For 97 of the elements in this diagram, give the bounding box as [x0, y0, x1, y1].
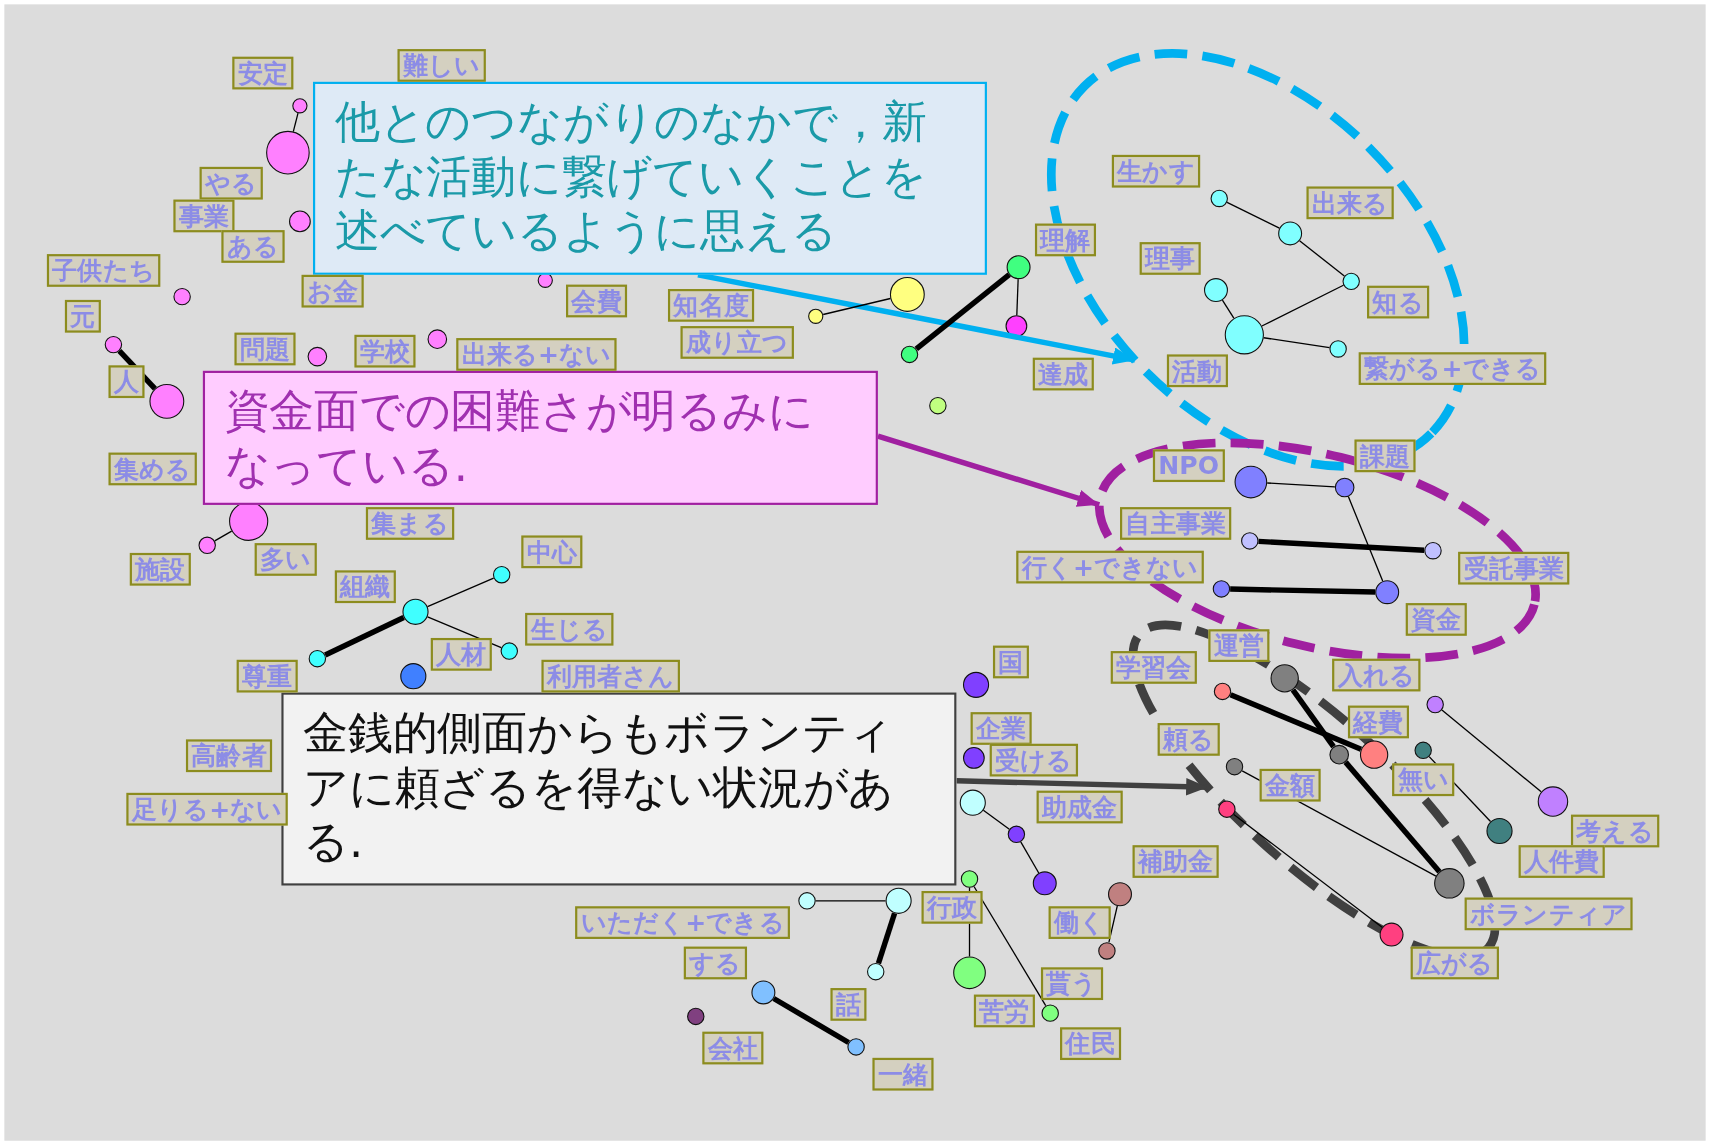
connector-line [1108, 905, 1118, 944]
word-label: 集める [108, 452, 197, 486]
word-label: 学習会 [1110, 651, 1197, 684]
callout-box: 資金面での困難さが明るみになっている. [202, 370, 878, 505]
connector-line [1298, 240, 1345, 277]
word-label: 人 [108, 365, 145, 399]
connector-line [1016, 278, 1019, 316]
connector-line [324, 615, 405, 658]
word-label: 多い [254, 543, 317, 576]
word-label: する [683, 946, 748, 980]
word-label: 利用者さん [541, 659, 680, 693]
word-label: 金額 [1259, 768, 1321, 802]
connector-line [1441, 709, 1542, 793]
word-label: 受託事業 [1458, 551, 1570, 585]
word-label: 生じる [525, 612, 614, 646]
connector-line [1263, 337, 1331, 349]
connector-line [1343, 760, 1442, 874]
word-label: 資金 [1405, 603, 1467, 636]
word-label: 補助金 [1132, 845, 1219, 878]
word-label: 住民 [1060, 1027, 1122, 1061]
callout-box: 他とのつながりのなかで，新たな活動に繋げていくことを述べているように思える [313, 81, 987, 275]
word-label: 出来る+ない [456, 338, 617, 371]
connector-line [772, 996, 850, 1045]
word-label: 考える [1570, 814, 1660, 848]
word-label: 会社 [702, 1031, 764, 1065]
word-label: 成り立つ [680, 326, 794, 359]
word-label: 国 [992, 645, 1029, 679]
word-label: 助成金 [1036, 790, 1123, 824]
word-label: 行政 [921, 891, 983, 924]
word-label: 貰う [1040, 967, 1104, 1001]
word-label: 足りる+ない [126, 792, 289, 826]
connector-line [1221, 299, 1235, 319]
arrow [697, 272, 1136, 365]
word-label: 行く+できない [1016, 550, 1205, 584]
word-label: 入れる [1332, 658, 1421, 692]
connector-line [875, 912, 898, 965]
word-label: 一緒 [872, 1057, 934, 1091]
arrow [877, 433, 1101, 508]
word-label: 安定 [232, 56, 294, 90]
word-label: 元 [64, 299, 101, 333]
connector-line [1290, 688, 1336, 749]
word-label: 経費 [1347, 705, 1409, 739]
word-label: 施設 [129, 552, 191, 586]
connector-line [822, 297, 892, 316]
connector-line [1233, 813, 1383, 928]
word-label: 知る [1367, 285, 1430, 319]
word-label: 組織 [334, 570, 396, 604]
word-label: NPO [1152, 449, 1225, 483]
word-label: ボランティア [1464, 897, 1633, 931]
connector-line [1229, 692, 1363, 752]
word-label: 受ける [989, 743, 1078, 777]
word-label: 理事 [1139, 242, 1201, 275]
connector-line [914, 272, 1011, 352]
word-label: 難しい [397, 49, 486, 82]
connector-line [292, 112, 299, 133]
word-label: 苦労 [973, 994, 1035, 1028]
connector-line [1261, 284, 1345, 327]
word-label: 会費 [566, 284, 628, 318]
word-label: 事業 [173, 199, 235, 233]
word-label: 企業 [970, 712, 1032, 745]
word-label: 子供たち [46, 254, 161, 287]
word-label: 無い [1392, 763, 1455, 797]
word-label: 働く [1048, 906, 1111, 939]
word-label: 生かす [1111, 154, 1201, 188]
connector-line [1020, 841, 1040, 874]
word-label: 活動 [1166, 354, 1228, 388]
word-label: 中心 [521, 535, 583, 569]
word-label: 高齢者 [185, 739, 273, 773]
word-label: いただく+できる [575, 906, 791, 939]
word-label: 達成 [1032, 357, 1094, 391]
word-label: 広がる [1410, 946, 1499, 980]
word-label: お金 [301, 274, 364, 308]
word-label: 尊重 [236, 659, 298, 693]
word-label: 自主事業 [1120, 507, 1232, 540]
word-label: 学校 [354, 334, 416, 368]
connector-line [426, 577, 495, 608]
word-label: 頼る [1157, 723, 1220, 756]
word-label: 運営 [1208, 629, 1270, 662]
word-label: 集まる [365, 507, 455, 540]
callout-box: 金銭的側面からもボランティアに頼ざるを得ない状況がある. [281, 692, 957, 886]
connector-line [1226, 201, 1281, 229]
word-label: 問題 [234, 332, 296, 366]
word-label: やる [199, 166, 263, 200]
word-label: 人材 [430, 638, 492, 671]
word-label: 話 [830, 988, 867, 1021]
word-label: ある [221, 230, 285, 263]
word-label: 出来る [1306, 186, 1394, 220]
word-label: 知名度 [667, 289, 755, 322]
word-label: 理解 [1034, 223, 1096, 257]
connector-line [1347, 495, 1384, 582]
connector-line [1266, 482, 1336, 488]
word-label: 繋がる+できる [1358, 352, 1547, 385]
connector-line [1258, 538, 1425, 553]
word-label: 課題 [1354, 439, 1416, 473]
word-label: 人件費 [1518, 845, 1605, 878]
connector-line [982, 809, 1010, 830]
connector-line [214, 530, 233, 542]
